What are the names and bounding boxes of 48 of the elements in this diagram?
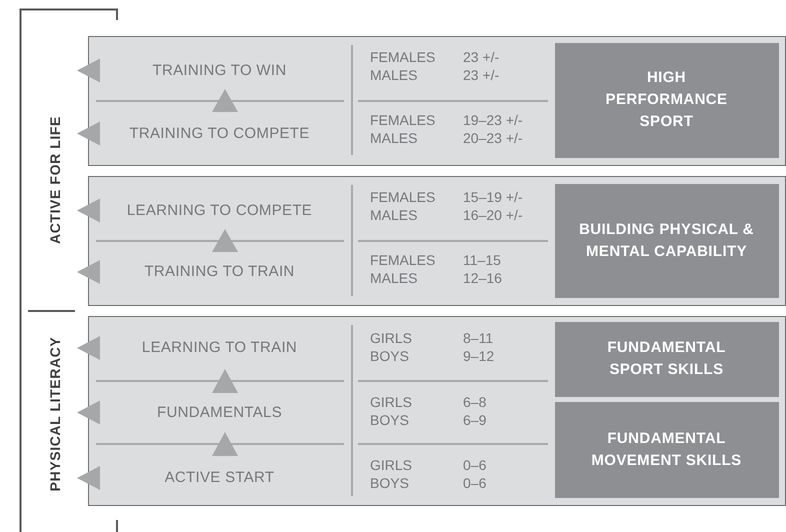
stage-label: ACTIVE START <box>164 469 274 486</box>
group-label: FEMALES <box>370 252 436 268</box>
stage-band <box>88 36 786 166</box>
progression-arrow <box>212 432 238 456</box>
stage-label: TRAINING TO COMPETE <box>129 124 310 142</box>
age-range: 9–12 <box>463 348 494 364</box>
stage-label: LEARNING TO TRAIN <box>142 339 298 356</box>
stage-band <box>88 316 786 506</box>
group-label: MALES <box>370 270 418 286</box>
progression-arrow <box>212 229 238 252</box>
stage-label: TRAINING TO WIN <box>152 62 286 78</box>
group-label: MALES <box>370 67 418 83</box>
age-range: 6–8 <box>463 394 486 410</box>
age-range: 15–19 +/- <box>463 189 523 205</box>
stage-label: FUNDAMENTALS <box>157 404 282 420</box>
group-label: GIRLS <box>370 330 412 346</box>
progression-arrow <box>212 369 238 393</box>
group-label: MALES <box>370 130 418 146</box>
age-range: 11–15 <box>463 252 501 268</box>
group-label: GIRLS <box>370 457 412 473</box>
stage-label: TRAINING TO TRAIN <box>144 263 295 280</box>
age-range: 20–23 +/- <box>463 130 523 146</box>
age-range: 6–9 <box>463 412 486 428</box>
group-label: MALES <box>370 207 418 223</box>
stage-band <box>88 176 786 306</box>
stage-label: LEARNING TO COMPETE <box>126 202 312 218</box>
group-label: FEMALES <box>370 112 436 128</box>
age-range: 8–11 <box>463 330 494 346</box>
group-label: BOYS <box>370 348 409 364</box>
age-range: 23 +/- <box>463 49 500 65</box>
section-label: ACTIVE FOR LIFE <box>47 116 63 244</box>
section-label: PHYSICAL LITERACY <box>47 336 63 492</box>
group-label: BOYS <box>370 475 409 491</box>
group-label: GIRLS <box>370 394 412 410</box>
category-box: FUNDAMENTAL SPORT SKILLS <box>554 322 778 396</box>
age-range: 19–23 +/- <box>463 112 523 128</box>
age-range: 12–16 <box>463 270 502 286</box>
group-label: FEMALES <box>370 189 436 205</box>
category-box: HIGH PERFORMANCE SPORT <box>554 42 778 158</box>
age-range: 16–20 +/- <box>463 207 523 223</box>
category-box: BUILDING PHYSICAL & MENTAL CAPABILITY <box>554 184 778 298</box>
group-label: BOYS <box>370 412 409 428</box>
age-range: 0–6 <box>463 457 486 473</box>
group-label: FEMALES <box>370 49 436 65</box>
age-range: 23 +/- <box>463 67 500 83</box>
age-range: 0–6 <box>463 475 486 491</box>
progression-arrow <box>212 89 238 112</box>
category-box: FUNDAMENTAL MOVEMENT SKILLS <box>554 402 778 498</box>
